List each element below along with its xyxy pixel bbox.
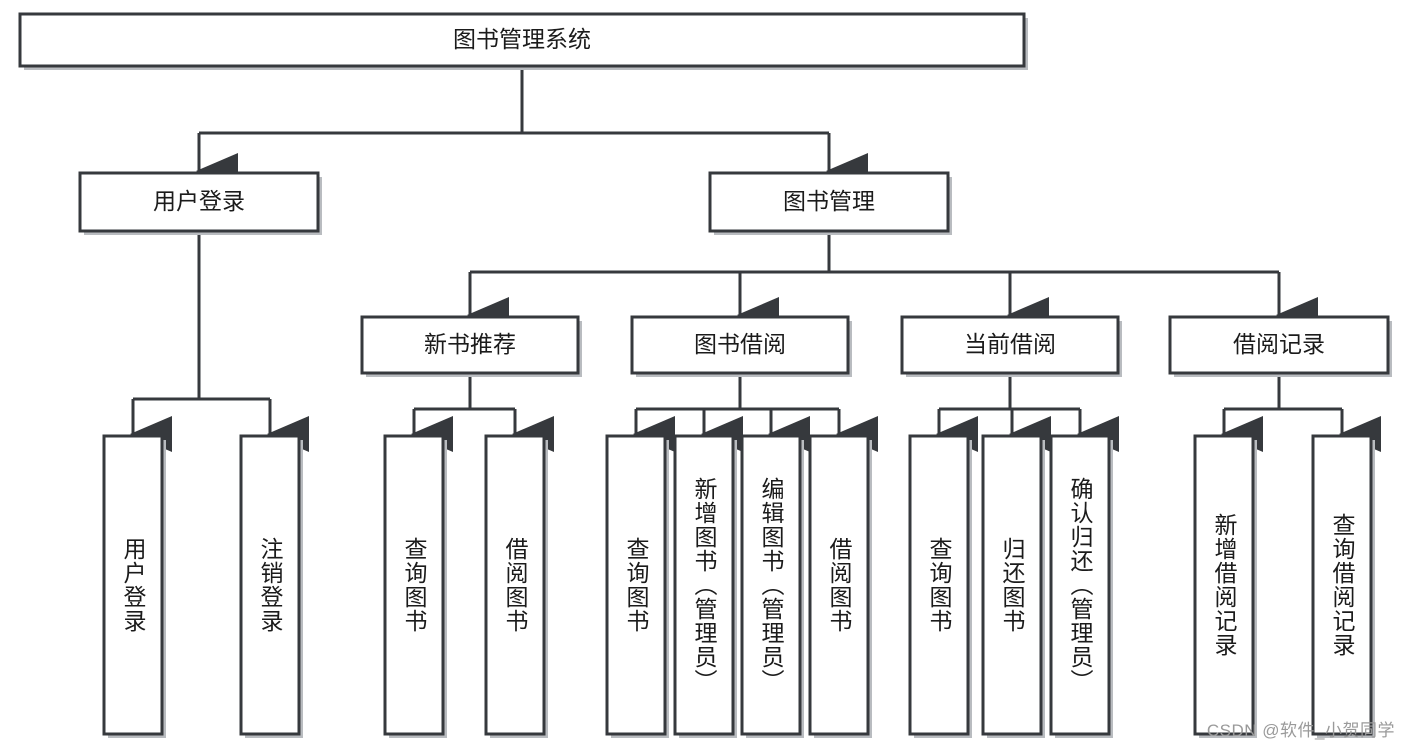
node-book-borrow-label: 图书借阅 xyxy=(694,331,786,357)
watermark: CSDN @软件_小贺同学 xyxy=(1206,721,1395,740)
node-leaf-add-book-admin[interactable] xyxy=(673,434,735,736)
connectors-layer xyxy=(130,66,1381,452)
node-leaf-confirm-return-admin[interactable] xyxy=(1049,434,1111,736)
node-leaf-return-book[interactable] xyxy=(981,434,1043,736)
node-book-borrow[interactable] xyxy=(630,315,850,375)
node-current-borrow-label: 当前借阅 xyxy=(964,331,1056,357)
node-root[interactable] xyxy=(18,12,1026,68)
node-leaf-add-borrow-record[interactable] xyxy=(1193,434,1255,736)
node-new-book-recommend-label: 新书推荐 xyxy=(424,331,516,357)
node-leaf-query-book-1[interactable] xyxy=(383,434,445,736)
node-borrow-record[interactable] xyxy=(1168,315,1390,375)
node-leaf-borrow-book-2[interactable] xyxy=(808,434,870,736)
node-new-book-recommend[interactable] xyxy=(360,315,580,375)
node-leaf-query-book-3[interactable] xyxy=(908,434,970,736)
node-leaf-query-book-2[interactable] xyxy=(605,434,667,736)
node-book-management[interactable] xyxy=(708,171,950,233)
node-leaf-query-borrow-record[interactable] xyxy=(1311,434,1373,736)
node-user-login[interactable] xyxy=(78,171,320,233)
node-leaf-user-login[interactable] xyxy=(102,434,164,736)
node-root-label: 图书管理系统 xyxy=(453,26,591,52)
node-book-management-label: 图书管理 xyxy=(783,188,875,214)
boxes-layer xyxy=(18,12,1392,738)
node-borrow-record-label: 借阅记录 xyxy=(1233,331,1325,357)
node-leaf-borrow-book-1[interactable] xyxy=(484,434,546,736)
node-current-borrow[interactable] xyxy=(900,315,1120,375)
node-user-login-label: 用户登录 xyxy=(153,188,245,214)
node-leaf-logout-login[interactable] xyxy=(239,434,301,736)
node-leaf-edit-book-admin[interactable] xyxy=(740,434,802,736)
